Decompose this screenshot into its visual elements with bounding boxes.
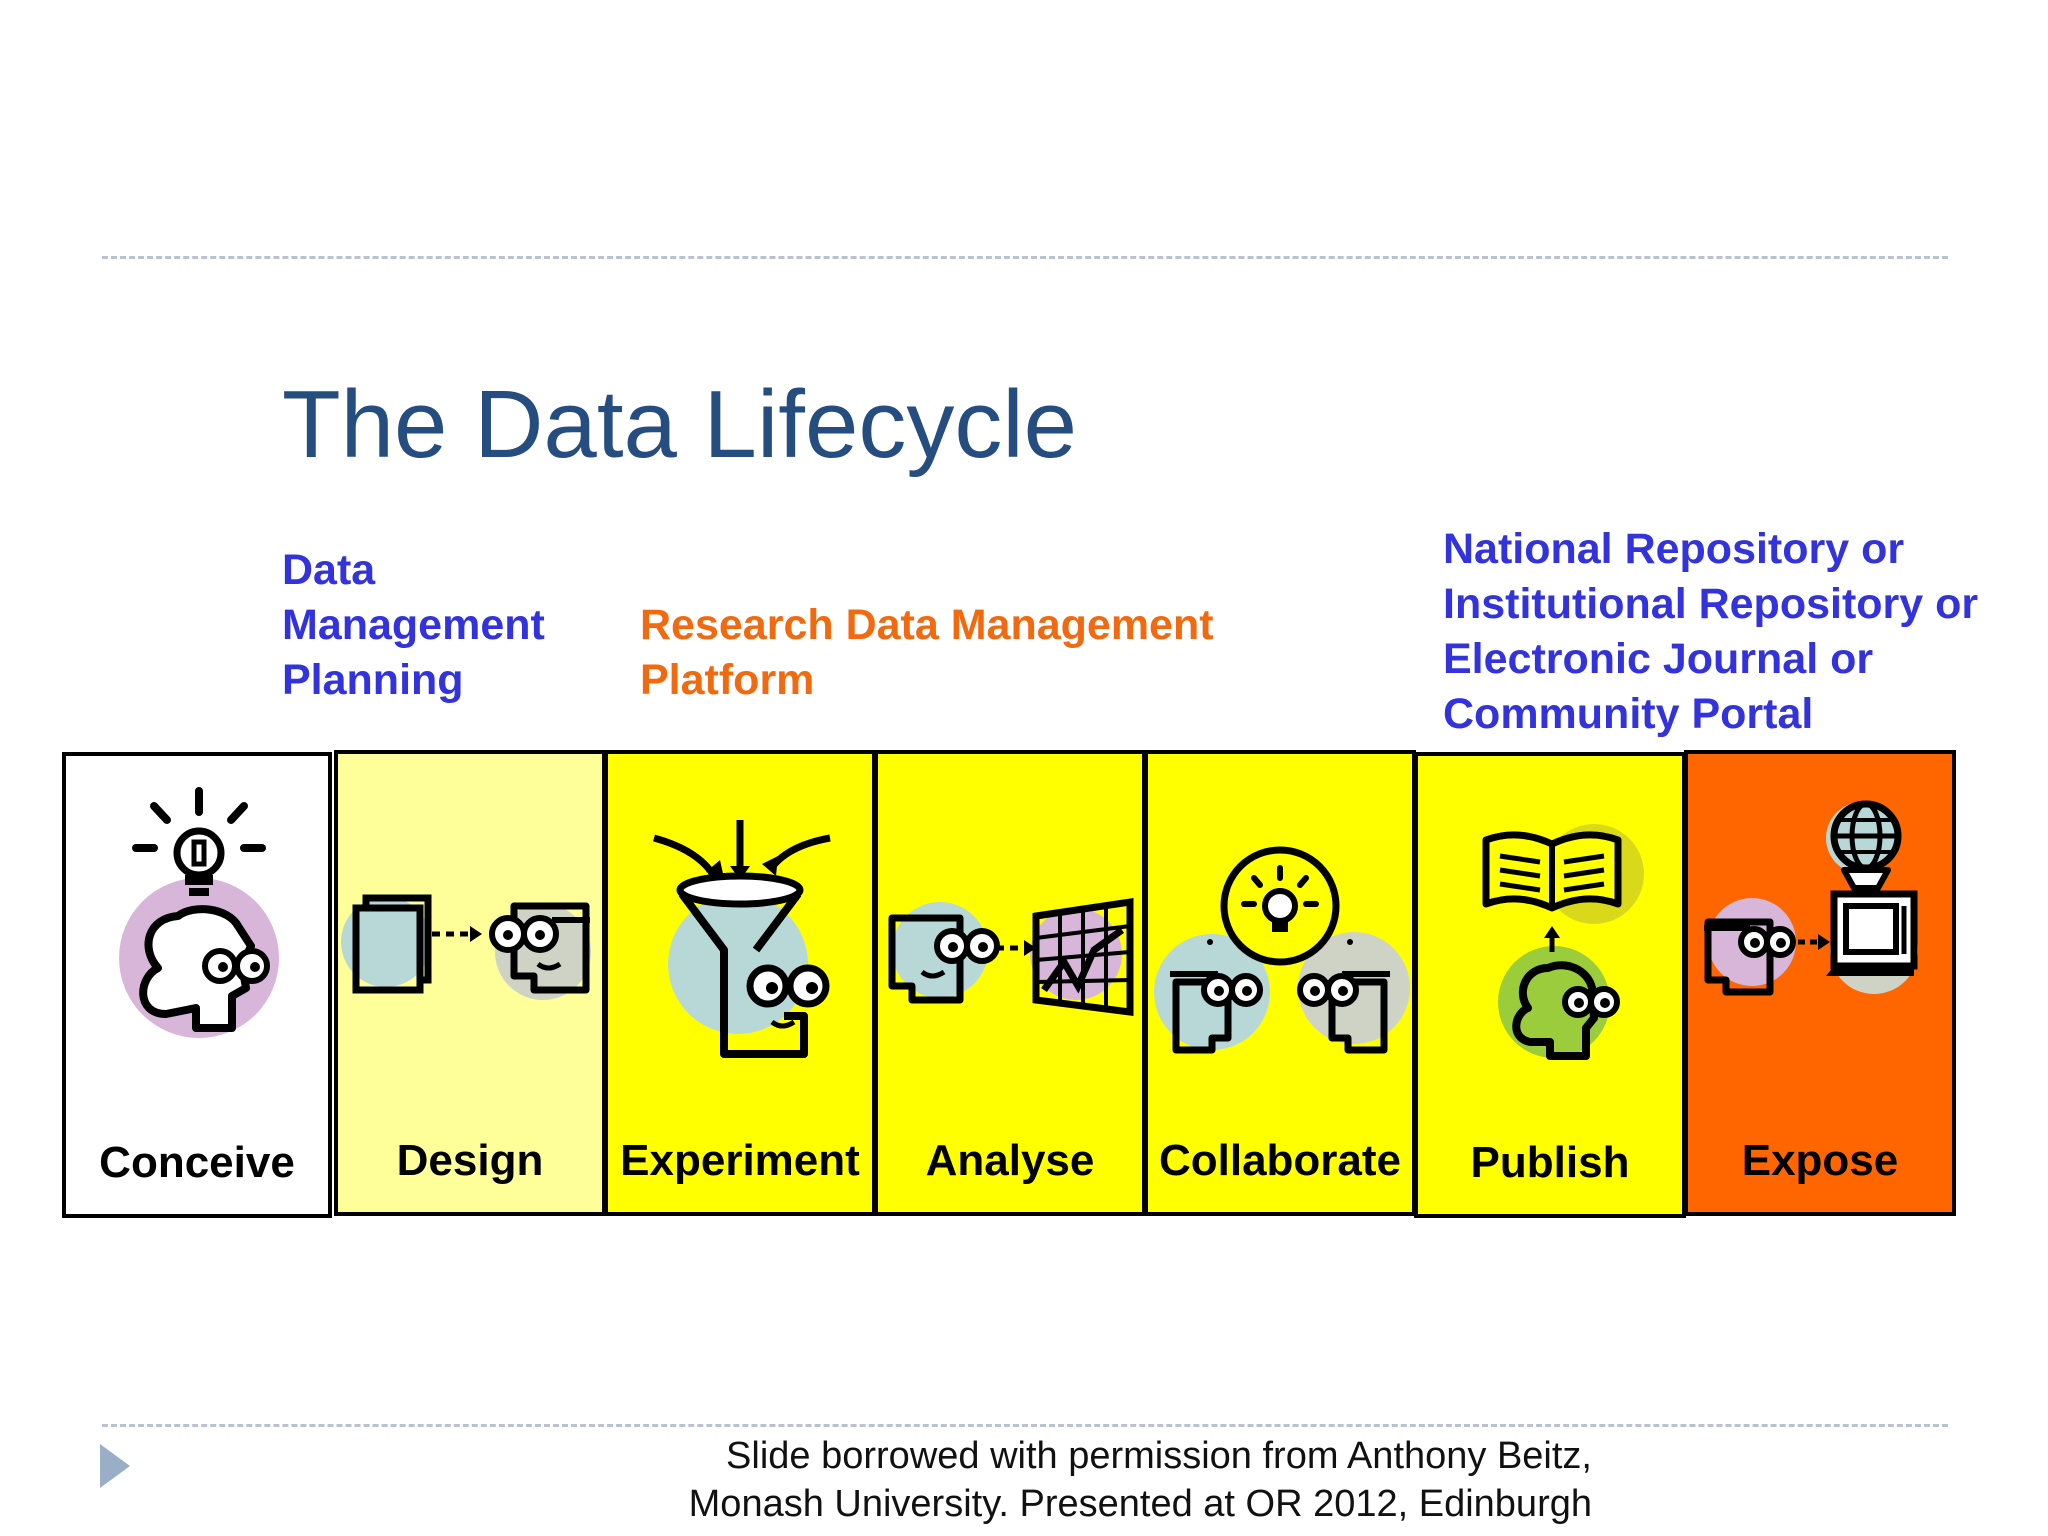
lightbulb-thinker-icon (119, 787, 279, 1038)
repository-line-1: National Repository or (1443, 525, 1905, 573)
research-data-management-platform-label: Research Data Management Platform (640, 598, 1214, 708)
stage-label-expose: Expose (1741, 1136, 1899, 1185)
top-divider (102, 256, 1948, 259)
rdmp-line-1: Research Data Management (640, 601, 1214, 649)
slide-bullet-triangle-icon (100, 1444, 130, 1488)
dmp-line-1: Data (282, 546, 376, 594)
dmp-line-3: Planning (282, 656, 464, 704)
data-management-planning-label: Data Management Planning (282, 543, 545, 708)
stage-label-collaborate: Collaborate (1158, 1136, 1402, 1185)
dmp-line-2: Management (282, 601, 545, 649)
credit-line-2: Monash University. Presented at OR 2012,… (688, 1483, 1592, 1525)
stage-publish: Publish (1414, 752, 1686, 1218)
stage-label-analyse: Analyse (925, 1136, 1095, 1185)
repository-line-3: Electronic Journal or (1443, 635, 1874, 683)
slide-title: The Data Lifecycle (282, 371, 1078, 478)
stage-conceive: Conceive (62, 752, 332, 1218)
stage-experiment: Experiment (604, 750, 876, 1216)
stage-analyse: Analyse (874, 750, 1146, 1216)
stage-label-conceive: Conceive (99, 1138, 295, 1187)
stage-collaborate: Collaborate (1144, 750, 1416, 1216)
stage-label-experiment: Experiment (620, 1136, 860, 1185)
repository-line-4: Community Portal (1443, 690, 1814, 738)
two-people-idea-icon (1154, 846, 1410, 1054)
lifecycle-stages: Conceive Design (62, 750, 1956, 1220)
stage-expose: Expose (1684, 750, 1956, 1216)
repository-line-2: Institutional Repository or (1443, 580, 1979, 628)
rdmp-line-2: Platform (640, 656, 815, 704)
stage-label-publish: Publish (1470, 1138, 1630, 1187)
stage-design: Design (334, 750, 606, 1216)
person-to-chart-icon (888, 897, 1134, 1016)
person-to-globe-computer-icon (1704, 800, 1918, 996)
repository-label: National Repository or Institutional Rep… (1443, 522, 1978, 742)
bottom-divider (102, 1424, 1948, 1427)
book-person-icon (1482, 824, 1644, 1060)
credit-line-1: Slide borrowed with permission from Anth… (726, 1435, 1592, 1477)
funnel-person-icon (653, 820, 831, 1058)
document-to-person-icon (341, 894, 591, 1000)
slide-credit: Slide borrowed with permission from Anth… (689, 1432, 1592, 1528)
stage-label-design: Design (396, 1136, 544, 1185)
